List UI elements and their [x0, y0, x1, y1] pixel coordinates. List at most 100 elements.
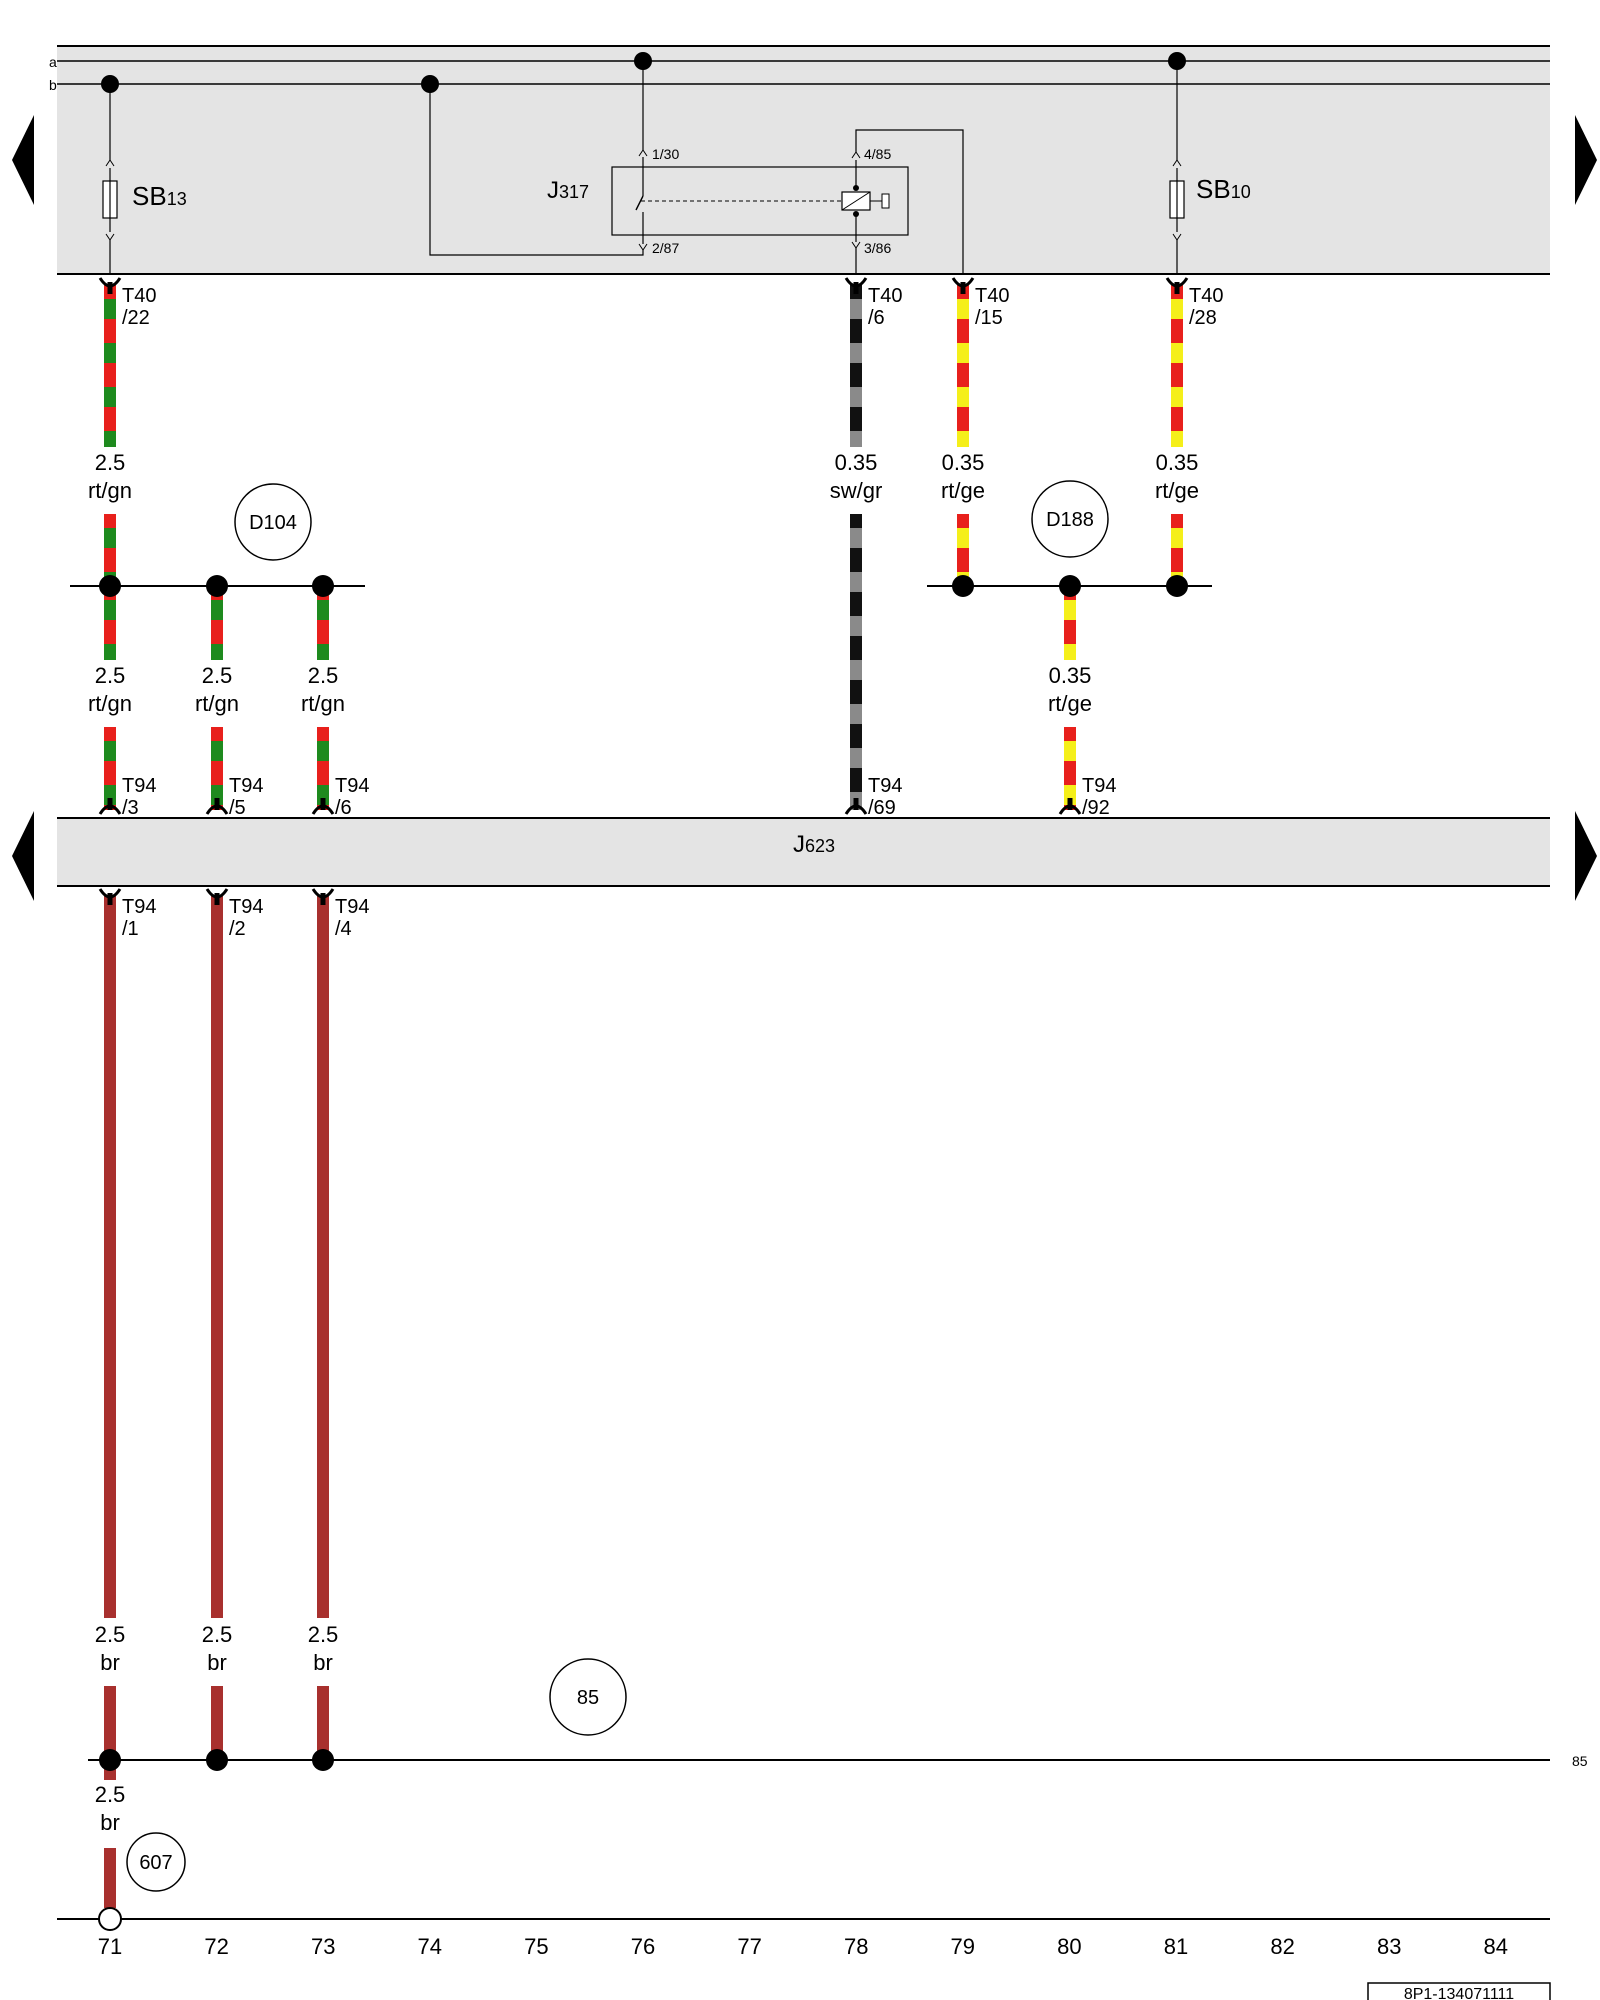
- wire-label-w72_bot: 2.5br: [202, 1622, 233, 1675]
- wire-size: 2.5: [95, 1622, 126, 1647]
- splice-d104-71: [99, 575, 121, 597]
- connector-t94-1-code: T94: [122, 896, 156, 918]
- ground-point-607: [98, 1907, 122, 1931]
- wire-label-w73_bot: 2.5br: [308, 1622, 339, 1675]
- sb10-label: SB10: [1196, 174, 1251, 204]
- connector-t94-69-code: T94: [868, 775, 902, 797]
- connector-t40-6: T40/6: [844, 277, 902, 329]
- wire-color: br: [207, 1650, 227, 1675]
- footer-id: 8P1-134071111: [1404, 1986, 1514, 2000]
- wire-73-mid-a: [317, 586, 329, 660]
- j317-pin-30: 1/30: [652, 146, 679, 162]
- wire-80-b: [1064, 727, 1076, 810]
- connector-t94-4-code: T94: [335, 896, 369, 918]
- wire-size: 2.5: [95, 1782, 126, 1807]
- wire-label-w71_gnd: 2.5 br: [95, 1782, 126, 1835]
- wire-label-w72_mid: 2.5rt/gn: [195, 663, 239, 716]
- wire-size: 2.5: [308, 663, 339, 688]
- wire-81-a: [1171, 285, 1183, 447]
- rail-a-label: a: [49, 54, 57, 70]
- n607-label: 607: [139, 1852, 172, 1874]
- rail-b-label: b: [49, 77, 57, 93]
- ground-85-71: [99, 1749, 121, 1771]
- connector-t40-6-pin: /6: [868, 307, 885, 329]
- wire-size: 2.5: [95, 663, 126, 688]
- j317-pin-85: 4/85: [864, 146, 891, 162]
- wire-label-w71_mid: 2.5rt/gn: [88, 663, 132, 716]
- d104-label: D104: [249, 512, 297, 534]
- fuse-sb10: [1169, 61, 1185, 274]
- connector-t94-92: T94/92: [1058, 775, 1116, 819]
- connector-t94-1: T94/1: [98, 888, 156, 940]
- wire-labels-layer: 2.5rt/gn0.35sw/gr0.35rt/ge0.35rt/ge2.5rt…: [88, 450, 1199, 1835]
- wire-color: rt/ge: [1155, 478, 1199, 503]
- wire-71-mid-a: [104, 586, 116, 660]
- connector-t94-3-code: T94: [122, 775, 156, 797]
- prev-page-arrow-icon-lower[interactable]: [12, 811, 34, 901]
- wire-size: 0.35: [1049, 663, 1092, 688]
- d188-label: D188: [1046, 509, 1094, 531]
- splice-d188-81: [1166, 575, 1188, 597]
- callout-85[interactable]: 85: [549, 1658, 627, 1736]
- connector-t40-28-pin: /28: [1189, 307, 1217, 329]
- connector-t94-2-pin: /2: [229, 918, 246, 940]
- wire-73-bot-b: [317, 1686, 329, 1760]
- connector-t94-69-pin: /69: [868, 797, 896, 819]
- n85-label: 85: [577, 1687, 599, 1709]
- wire-73-bot: [317, 896, 329, 1618]
- wire-color: br: [100, 1650, 120, 1675]
- splice-d104-73: [312, 575, 334, 597]
- column-number: 81: [1164, 1934, 1188, 1959]
- wire-72-bot: [211, 896, 223, 1618]
- column-number: 73: [311, 1934, 335, 1959]
- callout-607[interactable]: 607: [126, 1832, 186, 1892]
- prev-page-arrow-icon[interactable]: [12, 115, 34, 205]
- wire-79-a: [957, 285, 969, 447]
- wire-color: rt/gn: [88, 478, 132, 503]
- column-number: 77: [737, 1934, 761, 1959]
- control-unit-j623: [57, 818, 1550, 886]
- ground-85-72: [206, 1749, 228, 1771]
- next-page-arrow-icon-lower[interactable]: [1575, 811, 1597, 901]
- connector-t94-4-pin: /4: [335, 918, 352, 940]
- callout-d188[interactable]: D188: [1031, 480, 1109, 558]
- connector-t94-1-pin: /1: [122, 918, 139, 940]
- next-page-arrow-icon[interactable]: [1575, 115, 1597, 205]
- connector-t40-15: T40/15: [951, 277, 1009, 329]
- connector-t94-5-pin: /5: [229, 797, 246, 819]
- connector-t94-4: T94/4: [311, 888, 369, 940]
- connector-t94-5: T94/5: [205, 775, 263, 819]
- column-number: 83: [1377, 1934, 1401, 1959]
- connector-t40-28-code: T40: [1189, 285, 1223, 307]
- j623-label: J623: [793, 831, 835, 858]
- wire-color: br: [100, 1810, 120, 1835]
- footer-id-box: 8P1-134071111: [1367, 1982, 1551, 2000]
- wire-71-top-a: [104, 285, 116, 447]
- wire-label-w81: 0.35 rt/ge: [1155, 450, 1199, 503]
- column-number: 75: [524, 1934, 548, 1959]
- splice-d104-72: [206, 575, 228, 597]
- wire-71-bot-b: [104, 1686, 116, 1760]
- wire-size: 0.35: [1156, 450, 1199, 475]
- column-number: 72: [204, 1934, 228, 1959]
- connector-t40-6-code: T40: [868, 285, 902, 307]
- column-number: 74: [418, 1934, 442, 1959]
- connector-t94-6: T94/6: [311, 775, 369, 819]
- connector-t94-6-pin: /6: [335, 797, 352, 819]
- connector-t94-2-code: T94: [229, 896, 263, 918]
- j317-pin-86: 3/86: [864, 240, 891, 256]
- connector-t94-92-code: T94: [1082, 775, 1116, 797]
- wire-label-w71_bot: 2.5 br: [95, 1622, 126, 1675]
- column-number: 78: [844, 1934, 868, 1959]
- wire-78-b: [850, 514, 862, 810]
- wire-80-a: [1064, 586, 1076, 660]
- splice-d188-79: [952, 575, 974, 597]
- connector-t40-28: T40/28: [1165, 277, 1223, 329]
- connector-t94-2: T94/2: [205, 888, 263, 940]
- callout-d104[interactable]: D104: [234, 483, 312, 561]
- ground-85-73: [312, 1749, 334, 1771]
- column-number: 82: [1270, 1934, 1294, 1959]
- relay-j317: [429, 61, 964, 274]
- wire-color: rt/gn: [195, 691, 239, 716]
